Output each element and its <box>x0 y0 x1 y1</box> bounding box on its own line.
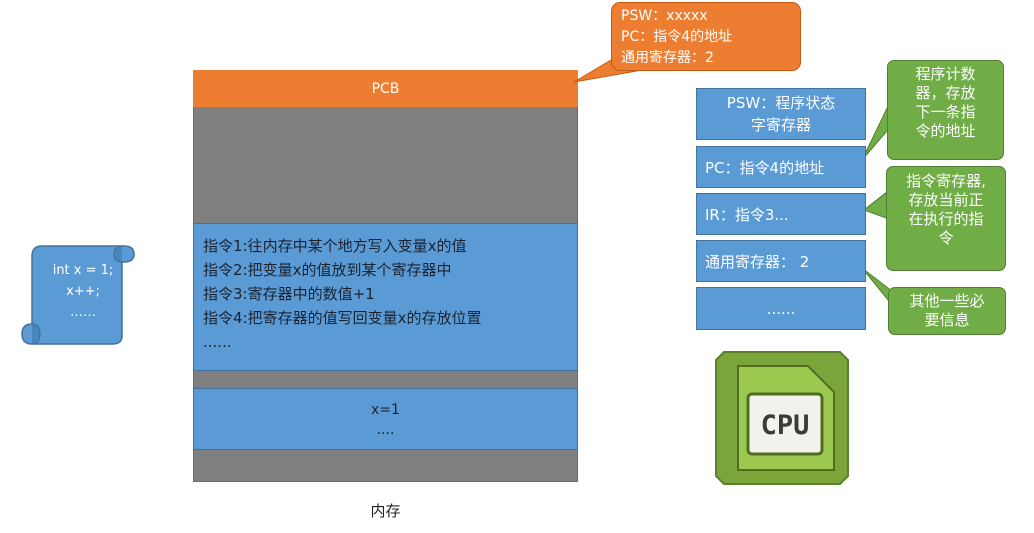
instruction-line: 指令4:把寄存器的值写回变量x的存放位置 <box>203 309 482 327</box>
code-line: x++; <box>66 284 100 299</box>
note-line: 指令寄存器, <box>906 172 986 190</box>
scroll-shape <box>21 245 135 345</box>
pcb-callout: PSW：xxxxx PC：指令4的地址 通用寄存器：2 <box>611 2 801 71</box>
register-ir: IR：指令3... <box>696 193 866 235</box>
instruction-block: 指令1:往内存中某个地方写入变量x的值 指令2:把变量x的值放到某个寄存器中 指… <box>193 223 578 371</box>
note-line: 程序计数 <box>915 65 976 83</box>
note-ir: 指令寄存器, 存放当前正 在执行的指 令 <box>886 166 1006 271</box>
data-block: x=1 .... <box>193 388 578 450</box>
note-line: 存放当前正 <box>908 191 984 209</box>
note-line: 令的地址 <box>915 122 976 140</box>
callout-line: PC：指令4的地址 <box>621 29 733 45</box>
register-psw-line: PSW：程序状态 <box>726 94 836 112</box>
note-line: 其他一些必 <box>909 292 985 310</box>
note-line: 下一条指 <box>915 103 976 121</box>
callout-line: PSW：xxxxx <box>621 8 708 24</box>
note-line: 要信息 <box>924 311 970 329</box>
instruction-line: 指令3:寄存器中的数值+1 <box>203 285 375 303</box>
note-line: 在执行的指 <box>908 210 984 228</box>
code-scroll: int x = 1; x++; …… <box>18 240 136 348</box>
code-text: int x = 1; x++; …… <box>44 260 122 323</box>
cpu-label: CPU <box>761 410 810 441</box>
register-psw: PSW：程序状态 字寄存器 <box>696 88 866 140</box>
register-general: 通用寄存器： 2 <box>696 240 866 282</box>
data-line: x=1 <box>371 402 400 418</box>
note-pc: 程序计数 器，存放 下一条指 令的地址 <box>887 60 1004 160</box>
instruction-line: 指令1:往内存中某个地方写入变量x的值 <box>203 237 467 255</box>
register-psw-line: 字寄存器 <box>750 116 811 134</box>
pcb-block: PCB <box>193 70 578 107</box>
code-line: int x = 1; <box>52 263 114 278</box>
cpu-icon: CPU <box>712 348 852 488</box>
note-line: 令 <box>938 229 954 247</box>
register-more: ...... <box>696 287 866 330</box>
data-line: .... <box>376 422 395 438</box>
code-line: …… <box>70 305 96 320</box>
instruction-line: ...... <box>203 333 232 351</box>
note-line: 器，存放 <box>915 84 976 102</box>
callout-line: 通用寄存器：2 <box>621 50 714 66</box>
memory-label: 内存 <box>370 502 401 520</box>
note-other: 其他一些必 要信息 <box>888 287 1006 335</box>
instruction-line: 指令2:把变量x的值放到某个寄存器中 <box>203 261 452 279</box>
register-pc: PC：指令4的地址 <box>696 146 866 188</box>
